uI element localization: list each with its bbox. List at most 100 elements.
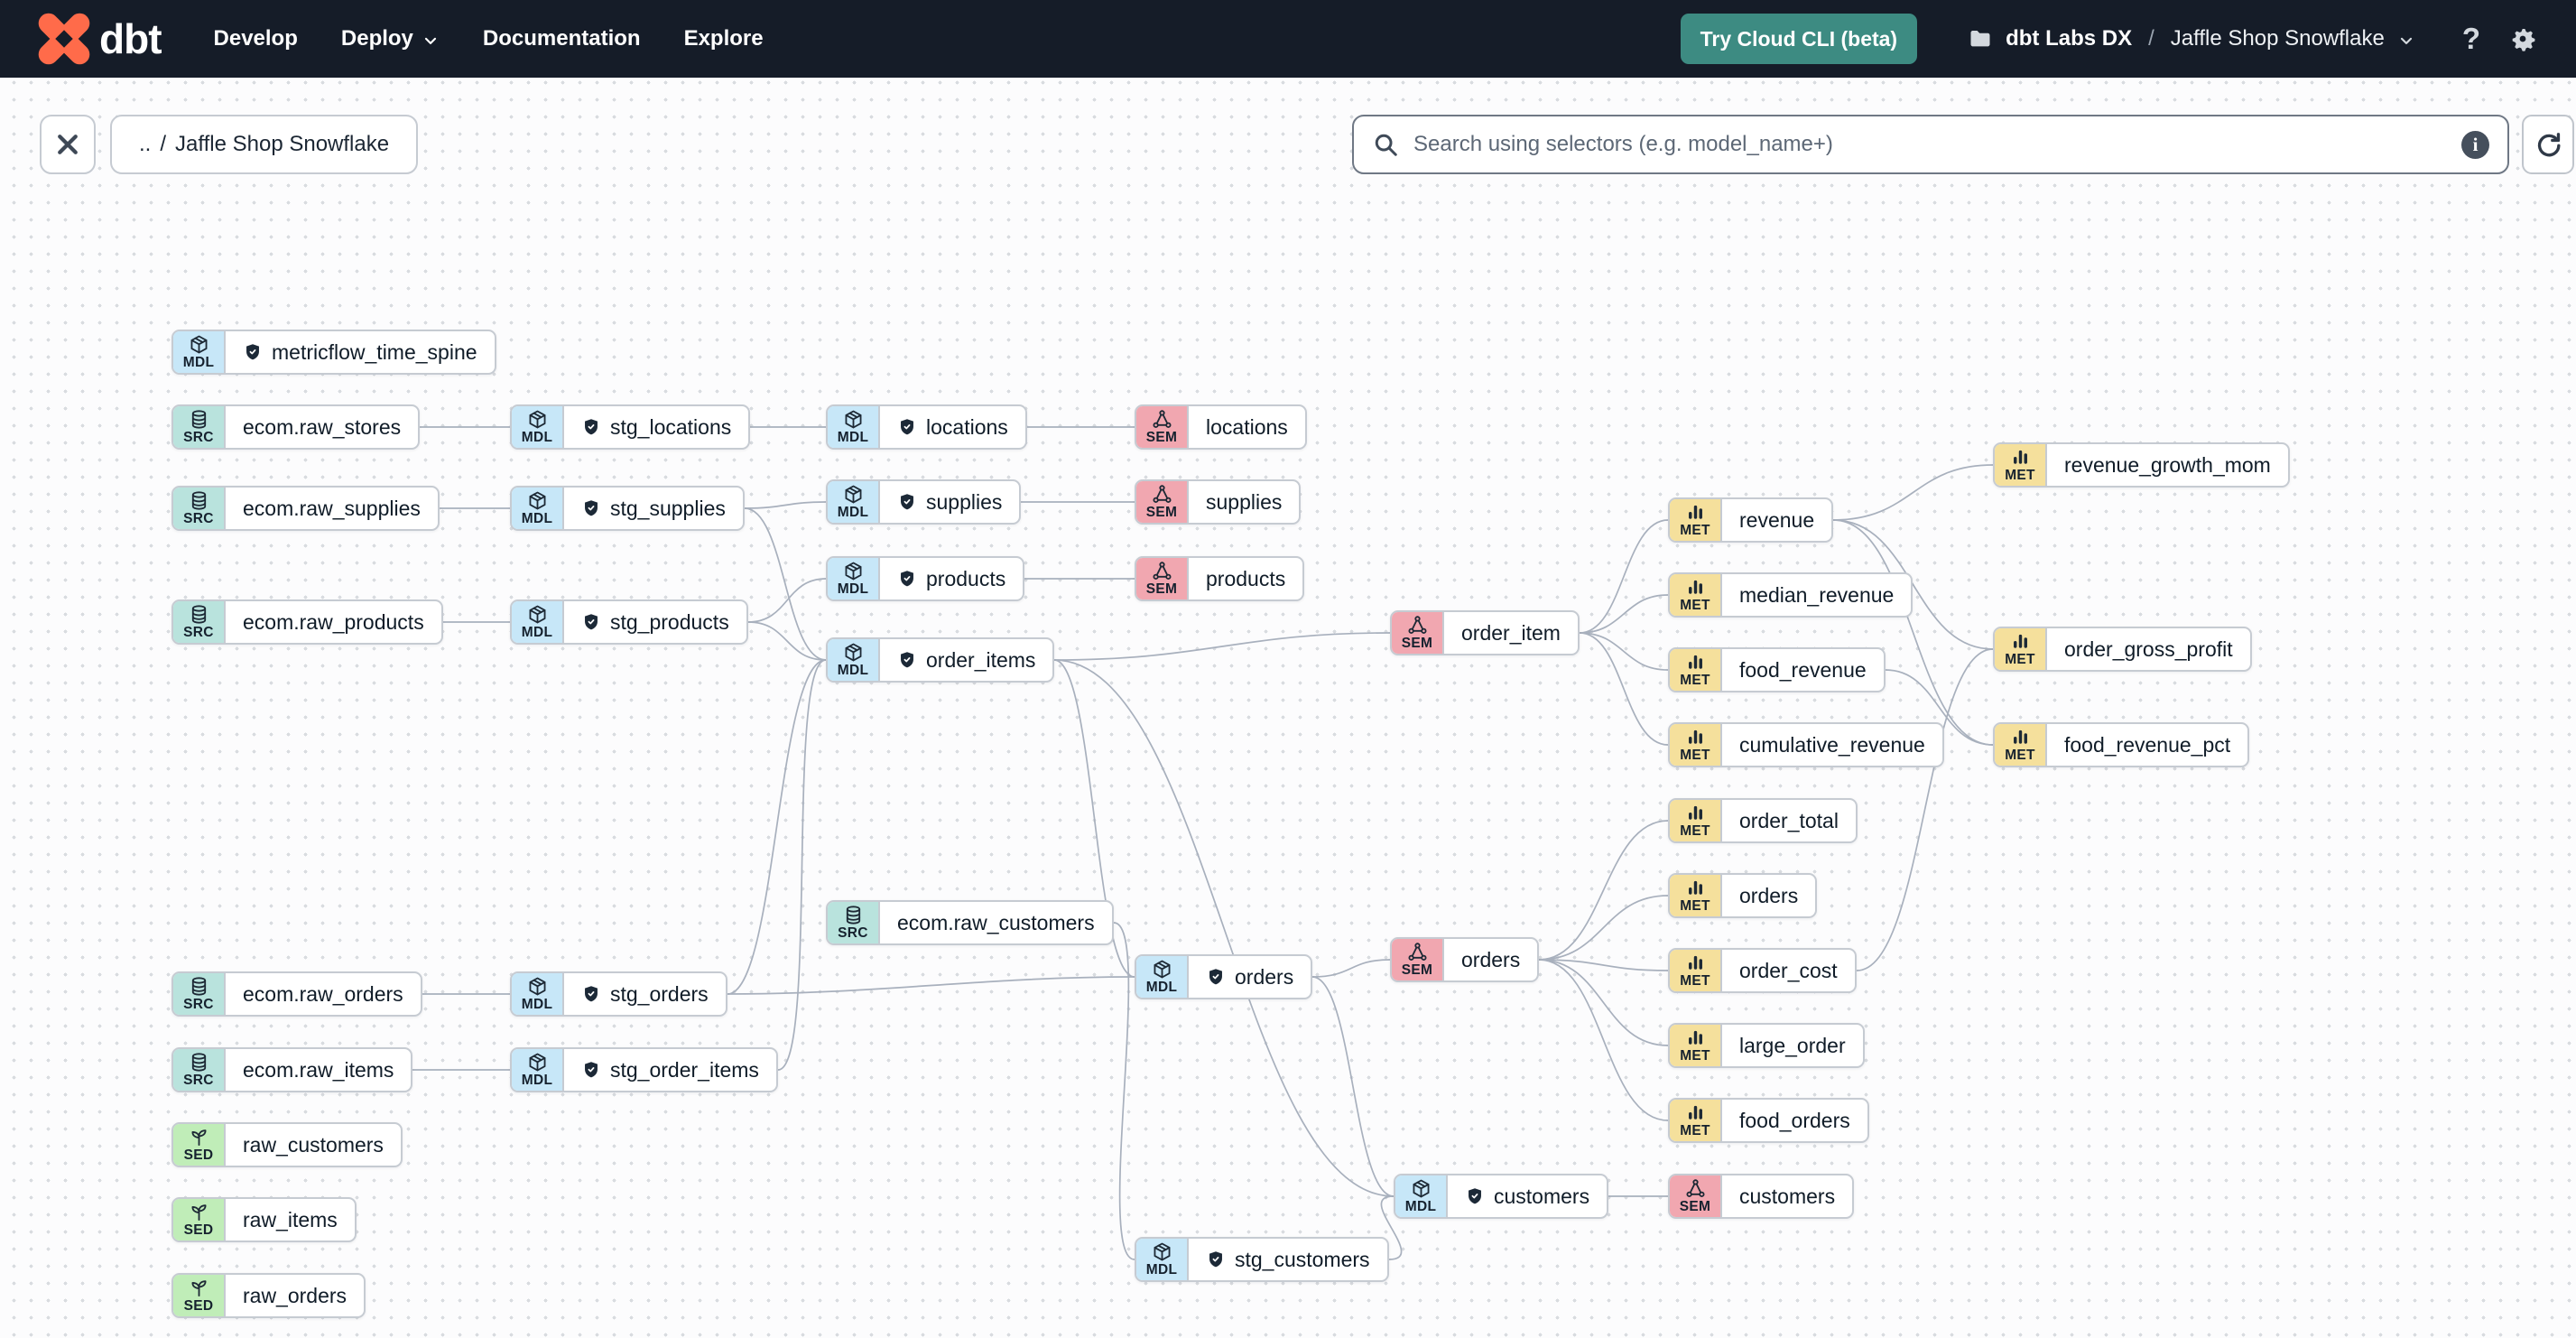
bar-chart-icon [1685,952,1706,973]
node-label: ecom.raw_items [243,1057,394,1082]
edge-sem_order_item-to-revenue [1579,519,1669,634]
node-label: locations [880,406,1025,448]
graph-node-raw_items_src[interactable]: SRC ecom.raw_items [171,1047,413,1092]
edge-revenue-to-order_gross_profit [1832,519,1994,650]
graph-node-revenue[interactable]: MET revenue [1668,497,1834,543]
node-label: ecom.raw_customers [897,910,1095,934]
node-type-label: MET [1680,898,1710,915]
database-icon [189,604,209,625]
share-nodes-icon [1407,615,1428,636]
contract-shield-icon [581,498,601,518]
node-type-badge: MET [1670,800,1722,841]
nav-link-explore[interactable]: Explore [683,26,764,51]
nav-link-develop[interactable]: Develop [213,26,298,51]
edge-stg_supplies-to-supplies [744,501,827,509]
close-lineage-button[interactable] [40,115,96,174]
node-type-badge: SRC [173,488,226,529]
node-type-badge: SEM [1136,558,1189,599]
dbt-logo[interactable]: dbt [36,11,162,67]
node-label: ecom.raw_supplies [243,496,421,520]
bar-chart-icon [1685,577,1706,598]
node-type-label: SRC [183,1073,214,1089]
node-type-badge: MET [1670,875,1722,916]
node-label: median_revenue [1739,582,1895,607]
graph-node-raw_supplies_src[interactable]: SRC ecom.raw_supplies [171,486,440,531]
bar-chart-icon [1685,1027,1706,1048]
node-type-label: MDL [521,625,553,641]
breadcrumb[interactable]: .. / Jaffle Shop Snowflake [110,115,419,174]
edge-sem_orders-to-order_cost [1538,959,1669,971]
refresh-button[interactable] [2522,115,2574,174]
node-label: large_order [1739,1033,1846,1057]
node-type-label: MET [2005,468,2035,484]
node-label: raw_customers [243,1132,384,1157]
graph-node-raw_stores_src[interactable]: SRC ecom.raw_stores [171,404,421,450]
account-name: dbt Labs DX [2006,26,2133,51]
try-cloud-cli-button[interactable]: Try Cloud CLI (beta) [1680,14,1918,64]
project-breadcrumb[interactable]: dbt Labs DX / Jaffle Shop Snowflake [1968,26,2415,51]
help-icon[interactable]: ? [2461,22,2480,55]
edge-order_items-to-customers [1053,659,1395,1197]
breadcrumb-up-link[interactable]: .. [139,132,152,156]
node-type-badge: SED [173,1275,226,1316]
node-label: revenue [1739,507,1815,532]
search-input[interactable] [1412,131,2461,158]
edge-sem_orders-to-large_order [1538,959,1669,1046]
info-icon[interactable]: i [2461,130,2489,159]
settings-gear-icon[interactable] [2507,23,2538,54]
nav-link-documentation[interactable]: Documentation [482,26,641,51]
node-type-label: SRC [183,430,214,446]
breadcrumb-current: Jaffle Shop Snowflake [175,132,390,156]
cube-icon [843,409,864,430]
node-label: raw_orders [243,1283,347,1307]
node-label: ecom.raw_stores [243,414,402,439]
node-type-badge: MDL [173,331,226,373]
edge-stg_products-to-products [747,578,827,623]
graph-node-raw_orders_seed[interactable]: SED raw_orders [171,1273,366,1318]
edge-order_items-to-orders [1053,659,1135,978]
cube-icon [1411,1178,1432,1199]
node-type-badge: MET [1670,950,1722,991]
node-type-badge: MET [1995,628,2047,670]
node-type-badge: MET [1670,499,1722,541]
database-icon [843,905,864,925]
search-icon [1375,134,1397,156]
nav-link-deploy[interactable]: Deploy [341,26,440,51]
